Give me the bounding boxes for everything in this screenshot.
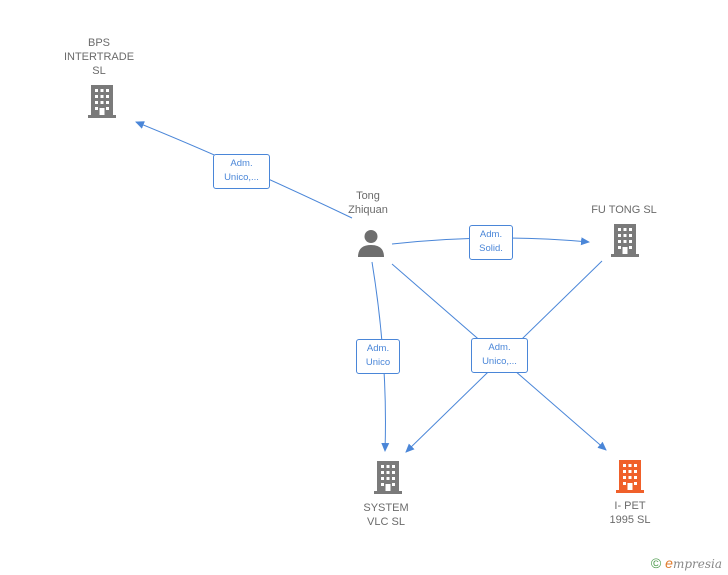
empresia-logo: ©empresia xyxy=(651,555,722,571)
node-bps-intertrade-label[interactable]: BPS INTERTRADE SL xyxy=(63,37,135,77)
edge-label-system[interactable]: Adm. Unico xyxy=(356,339,400,374)
building-icon[interactable] xyxy=(609,222,641,258)
building-icon[interactable] xyxy=(372,459,404,495)
node-system-vlc-label[interactable]: SYSTEM VLC SL xyxy=(363,502,409,528)
brand-initial: e xyxy=(665,555,673,571)
node-fu-tong-label[interactable]: FU TONG SL xyxy=(591,204,657,216)
brand-name: mpresia xyxy=(672,557,722,571)
edge-label-bps[interactable]: Adm. Unico,... xyxy=(213,154,270,189)
building-icon-highlighted[interactable] xyxy=(614,458,646,494)
edge-label-ipet[interactable]: Adm. Unico,... xyxy=(471,338,528,373)
node-i-pet-label[interactable]: I- PET 1995 SL xyxy=(609,500,651,526)
copyright-icon: © xyxy=(650,555,662,571)
person-icon[interactable] xyxy=(356,228,386,258)
building-icon[interactable] xyxy=(86,83,118,119)
edge-label-futong[interactable]: Adm. Solid. xyxy=(469,225,513,260)
node-tong-zhiquan-label[interactable]: Tong Zhiquan xyxy=(348,190,388,216)
